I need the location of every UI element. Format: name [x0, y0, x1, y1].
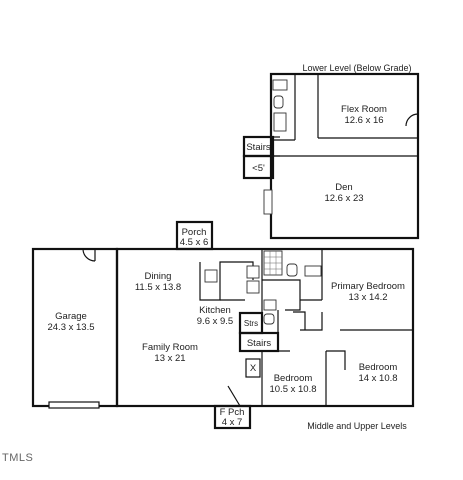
- den-name: Den: [335, 182, 352, 193]
- garage-door-swing-icon: [82, 248, 96, 262]
- family-room-name: Family Room: [142, 342, 198, 353]
- lower-stairs-label: Stairs: [246, 142, 271, 153]
- main-toilet-icon: [286, 263, 298, 277]
- bedroom2-dims: 14 x 10.8: [358, 373, 397, 384]
- lower-toilet-icon: [273, 95, 284, 109]
- closet-x-box: [245, 358, 261, 378]
- bath-walls: [262, 279, 301, 311]
- lower-sink-icon: [272, 79, 288, 91]
- bedroom2-closet-line: [326, 350, 346, 370]
- dishwasher-icon: [246, 280, 260, 294]
- den-dims: 12.6 x 23: [324, 193, 363, 204]
- main-stairs-label: Stairs: [247, 338, 272, 349]
- front-porch-outline: [213, 404, 252, 430]
- front-door-leaf: [227, 385, 241, 407]
- bedroom1-dims: 10.5 x 10.8: [269, 384, 316, 395]
- lower-shower-icon: [273, 112, 287, 132]
- lower-low-ceiling-box: [242, 154, 275, 180]
- bedroom2-name: Bedroom: [359, 362, 398, 373]
- watermark-logo: TMLS: [2, 452, 34, 464]
- front-porch-name: F Pch: [220, 407, 245, 418]
- primary-closet-lines: [293, 311, 323, 331]
- hall-toilet-icon: [263, 313, 275, 325]
- main-level-title: Middle and Upper Levels: [307, 421, 407, 431]
- den-fireplace-icon: [263, 189, 273, 215]
- primary-bedroom-dims: 13 x 14.2: [348, 292, 387, 303]
- main-level-outline: [115, 247, 415, 408]
- garage-door-icon: [48, 401, 100, 409]
- lower-door-swing-icon: [405, 113, 419, 127]
- flex-room-dims: 12.6 x 16: [344, 115, 383, 126]
- bedroom1-name: Bedroom: [274, 373, 313, 384]
- main-stairs-box: [238, 331, 280, 353]
- lower-level: Lower Level (Below Grade) Flex Room 12.6…: [242, 63, 420, 240]
- short-stairs-label: Strs: [244, 319, 258, 328]
- kitchen-sink-icon: [204, 269, 218, 283]
- hall-sink-icon: [263, 299, 277, 311]
- tile-pattern-icon: [264, 251, 282, 275]
- garage-dims: 24.3 x 13.5: [47, 322, 94, 333]
- bath-vanity-icon: [304, 265, 322, 277]
- garage-name: Garage: [55, 311, 87, 322]
- kitchen-name: Kitchen: [199, 305, 231, 316]
- flex-room-name: Flex Room: [341, 104, 387, 115]
- main-level: Porch 4.5 x 6 Dining 11.5 x 13.8 Kitchen…: [31, 220, 415, 431]
- front-porch-dims: 4 x 7: [222, 417, 243, 428]
- porch-name: Porch: [182, 227, 207, 238]
- closet-x-label: X: [250, 363, 257, 374]
- family-room-dims: 13 x 21: [154, 353, 185, 364]
- dining-name: Dining: [145, 271, 172, 282]
- range-icon: [246, 265, 260, 279]
- low-ceiling-label: <5': [252, 163, 265, 174]
- dining-dims: 11.5 x 13.8: [135, 282, 181, 293]
- primary-bedroom-name: Primary Bedroom: [331, 281, 405, 292]
- kitchen-dims: 9.6 x 9.5: [197, 316, 233, 327]
- lower-level-title: Lower Level (Below Grade): [302, 63, 411, 73]
- porch-outline: [175, 220, 214, 251]
- porch-dims: 4.5 x 6: [180, 237, 209, 248]
- kitchen-counter-walls: [199, 261, 254, 301]
